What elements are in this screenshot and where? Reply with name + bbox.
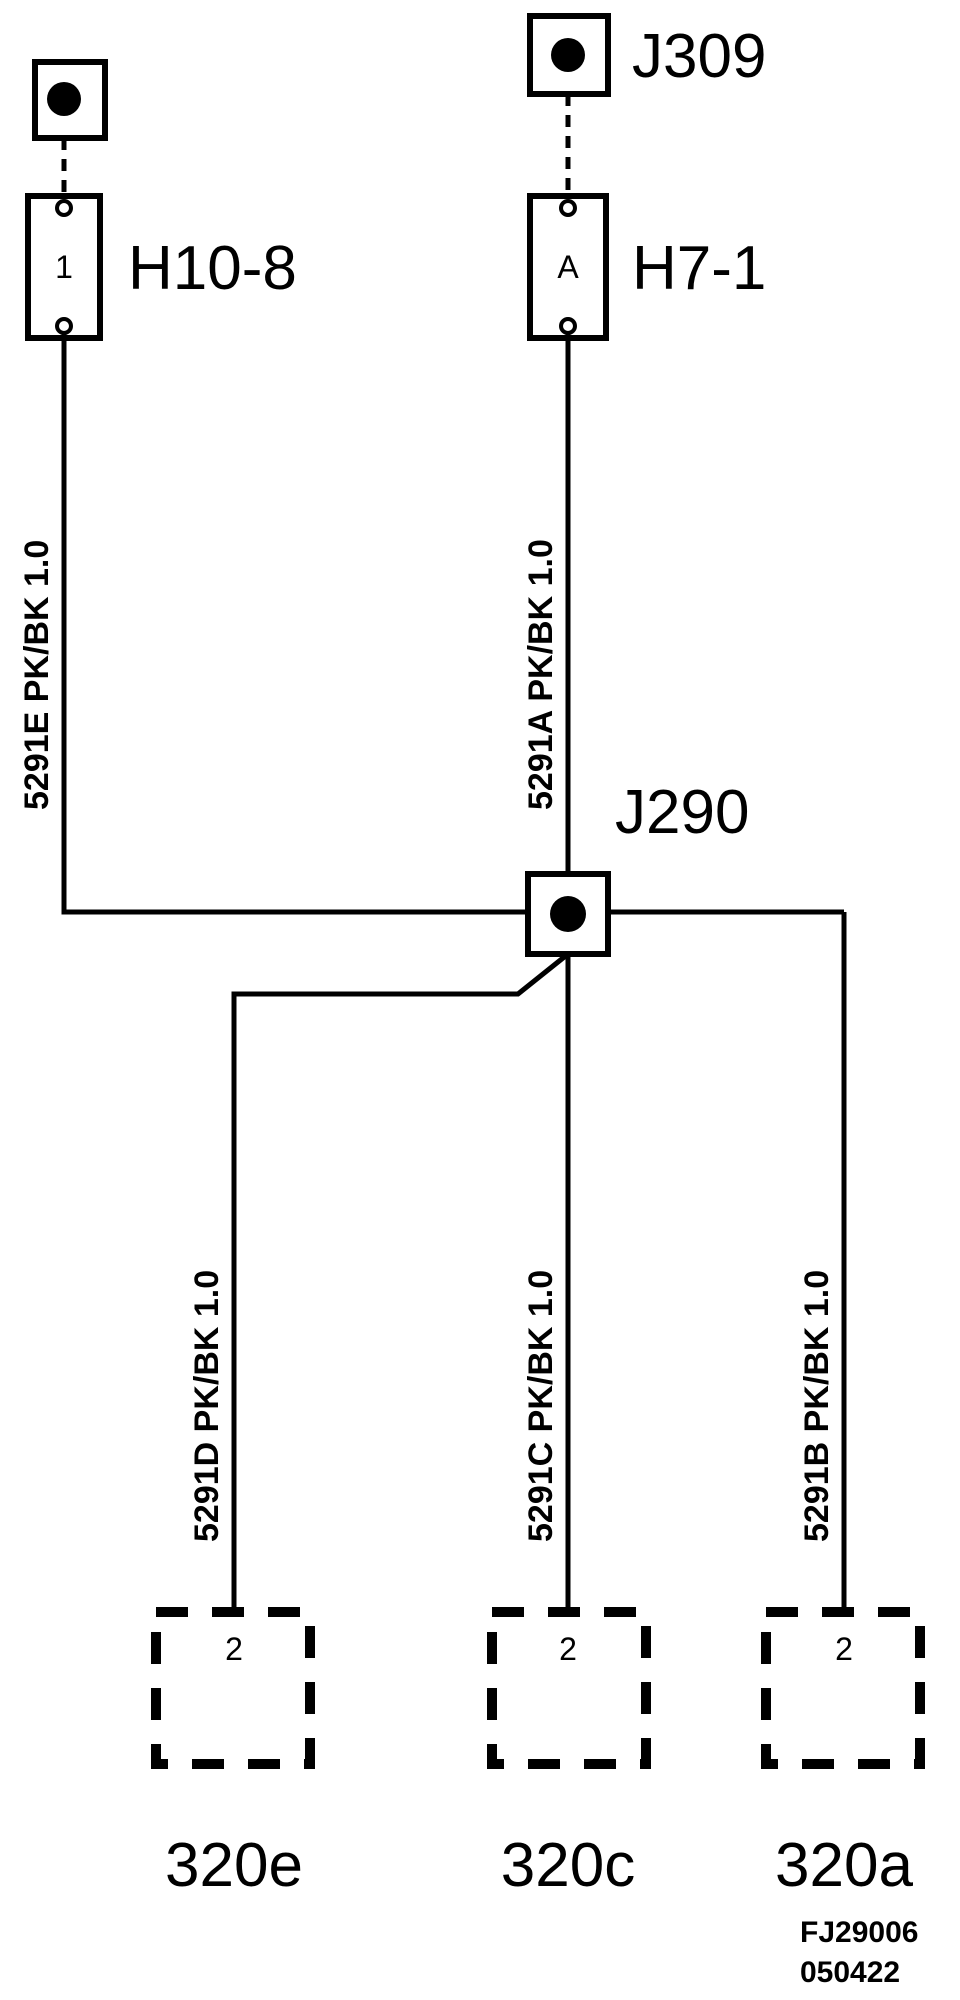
- splice-j290-label: J290: [615, 778, 749, 847]
- wire-5291b-label: 5291B PK/BK 1.0: [798, 1270, 836, 1542]
- component-320e-pin: 2: [225, 1631, 243, 1667]
- connector-h7-1: A: [527, 193, 609, 341]
- wire-5291c-label: 5291C PK/BK 1.0: [522, 1270, 560, 1542]
- component-320c-label: 320c: [501, 1831, 635, 1900]
- component-320a-label: 320a: [775, 1831, 913, 1900]
- wire-5291e-label: 5291E PK/BK 1.0: [18, 540, 56, 810]
- connector-h10-8-label: H10-8: [128, 234, 297, 303]
- connector-h10-8: 1: [25, 193, 103, 341]
- component-320e-label: 320e: [165, 1831, 303, 1900]
- connector-h10-8-pin: 1: [55, 249, 73, 285]
- component-320c: 2: [487, 1607, 651, 1769]
- terminal-j309-label: J309: [632, 22, 766, 91]
- component-320a: 2: [761, 1607, 925, 1769]
- terminal-left: [32, 59, 108, 141]
- component-320c-pin: 2: [559, 1631, 577, 1667]
- connector-h7-1-pin: A: [557, 249, 579, 285]
- component-320a-pin: 2: [835, 1631, 853, 1667]
- figure-code-line2: 050422: [800, 1956, 900, 1989]
- connector-h7-1-label: H7-1: [632, 234, 766, 303]
- wire-5291d: [231, 952, 570, 1612]
- wire-5291d-label: 5291D PK/BK 1.0: [188, 1270, 226, 1542]
- wire-5291e: [61, 333, 568, 915]
- splice-j290: [525, 871, 611, 957]
- figure-code-line1: FJ29006: [800, 1916, 918, 1949]
- terminal-j309: [527, 13, 611, 97]
- wire-5291a-label: 5291A PK/BK 1.0: [522, 539, 560, 810]
- component-320e: 2: [151, 1607, 315, 1769]
